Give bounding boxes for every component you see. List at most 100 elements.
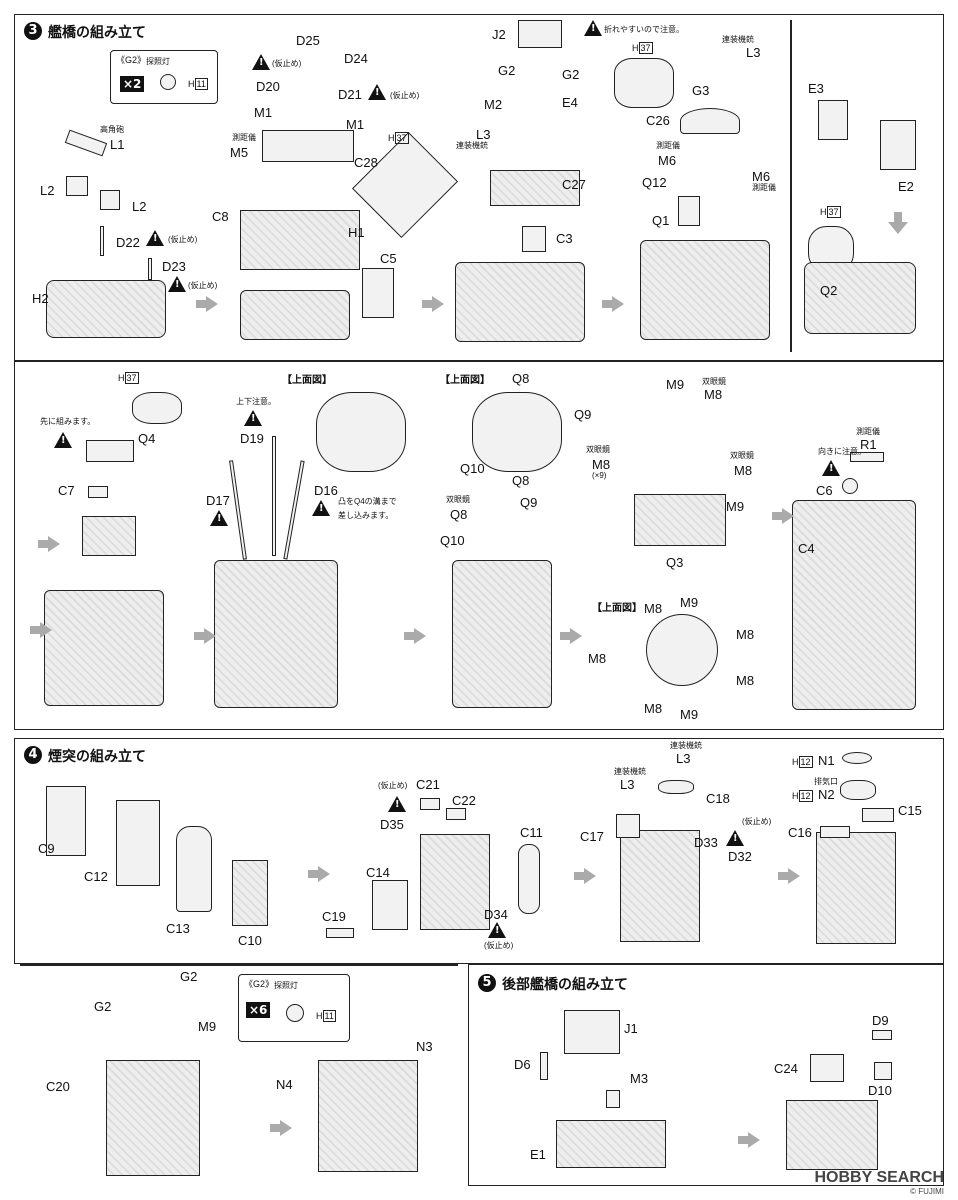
m3-part (606, 1090, 620, 1108)
label-M5: M5 (230, 145, 249, 160)
g2-callout-label: 探照灯 (146, 57, 170, 66)
label-Q4: Q4 (138, 431, 156, 446)
j2-part (518, 20, 562, 48)
label-Q8c: Q8 (450, 507, 468, 522)
arrow-3b-1 (194, 628, 216, 644)
note-karidome-d21: (仮止め) (390, 91, 420, 100)
warning-icon-d33 (726, 830, 744, 846)
label-G3: G3 (692, 83, 710, 98)
label-L3d: L3 (620, 777, 635, 792)
label-D33: D33 (694, 835, 718, 850)
label-C10: C10 (238, 933, 262, 948)
assembly-3a-base (240, 290, 350, 340)
note-rensokiju-b: 連装機銃 (722, 35, 754, 44)
assembly-4-1 (420, 834, 490, 930)
label-M9d: M9 (680, 707, 699, 722)
arrow-3b-3 (560, 628, 582, 644)
note-totsu: 凸をQ4の溝まで (338, 497, 397, 506)
label-D17: D17 (206, 493, 230, 508)
c19-part (326, 928, 354, 938)
label-C28: C28 (354, 155, 378, 170)
j1-part (564, 1010, 620, 1054)
label-J2: J2 (492, 27, 506, 42)
label-D19: D19 (240, 431, 264, 446)
c3-part (522, 226, 546, 252)
label-C19: C19 (322, 909, 346, 924)
c7-part (88, 486, 108, 498)
step3-divider (14, 360, 944, 362)
label-M8d: M8 (644, 601, 663, 616)
note-sokkyogi-m5: 測距儀 (232, 133, 256, 142)
label-C13: C13 (166, 921, 190, 936)
assembly-4-4 (106, 1060, 200, 1176)
label-E4: E4 (562, 95, 578, 110)
label-M8a: M8 (704, 387, 723, 402)
label-Q3: Q3 (666, 555, 684, 570)
note-haikiko: 排気口 (814, 777, 838, 786)
label-C18: C18 (706, 791, 730, 806)
h1-deck-part (240, 210, 360, 270)
e3-part (818, 100, 848, 140)
g2-callout-title: 《G2》 (116, 55, 147, 65)
label-C27: C27 (562, 177, 586, 192)
warning-icon-d34 (488, 922, 506, 938)
c13-part (176, 826, 212, 912)
label-Q12: Q12 (642, 175, 667, 190)
d9-part (872, 1030, 892, 1040)
label-L1: L1 (110, 137, 125, 152)
l2-gun-right (100, 190, 120, 210)
label-L3c: L3 (676, 751, 691, 766)
upper-bridge-part (262, 130, 354, 162)
step3-number: 3 (24, 22, 42, 40)
multiplier-x6: ×6 (246, 1002, 271, 1018)
label-M1a: M1 (254, 105, 273, 120)
label-M8f: M8 (588, 651, 607, 666)
g2-callout-box (110, 50, 218, 104)
arrow-3a-1 (196, 296, 218, 312)
top-view-c (646, 614, 718, 686)
assembly-3a-mid (455, 262, 585, 342)
n1-part (842, 752, 872, 764)
arrow-down-e2 (888, 212, 908, 234)
note-oreyasui: 折れやすいので注意。 (604, 25, 684, 34)
c5-part (362, 268, 394, 318)
label-C8: C8 (212, 209, 229, 224)
top-view-label-a: 【上面図】 (282, 375, 332, 386)
q3-assembly (634, 494, 726, 546)
h2-base-part (46, 280, 166, 338)
d10-part (874, 1062, 892, 1080)
c12-part (116, 800, 160, 886)
step3-title: 艦橋の組み立て (48, 25, 146, 41)
label-D24: D24 (344, 51, 368, 66)
label-M8g: M8 (736, 673, 755, 688)
arrow-4-2 (574, 868, 596, 884)
top-view-b (472, 392, 562, 472)
warning-icon-r1 (822, 460, 840, 476)
warning-icon-d16 (312, 500, 330, 516)
arrow-4-1 (308, 866, 330, 882)
label-D23: D23 (162, 259, 186, 274)
step5-title: 後部艦橋の組み立て (502, 977, 628, 993)
label-H2: H2 (32, 291, 49, 306)
g6-callout-box (238, 974, 350, 1042)
label-D16: D16 (314, 483, 338, 498)
n2-part (840, 780, 876, 800)
assembly-4-5 (318, 1060, 418, 1172)
label-M9b: M9 (726, 499, 745, 514)
assembly-3b-1 (44, 590, 164, 706)
note-jouge: 上下注意。 (236, 397, 276, 406)
note-karidome-d34: (仮止め) (484, 941, 514, 950)
assembly-3b-2 (214, 560, 338, 708)
step3-side-divider (790, 20, 792, 352)
warning-icon-d35 (388, 796, 406, 812)
arrow-3a-3 (602, 296, 624, 312)
label-G2b: G2 (562, 67, 580, 82)
label-Q9b: Q9 (520, 495, 538, 510)
warning-icon-j2 (584, 20, 602, 36)
note-karidome-d33: (仮止め) (742, 817, 772, 826)
note-rensokiju-a: 連装機銃 (456, 141, 488, 150)
